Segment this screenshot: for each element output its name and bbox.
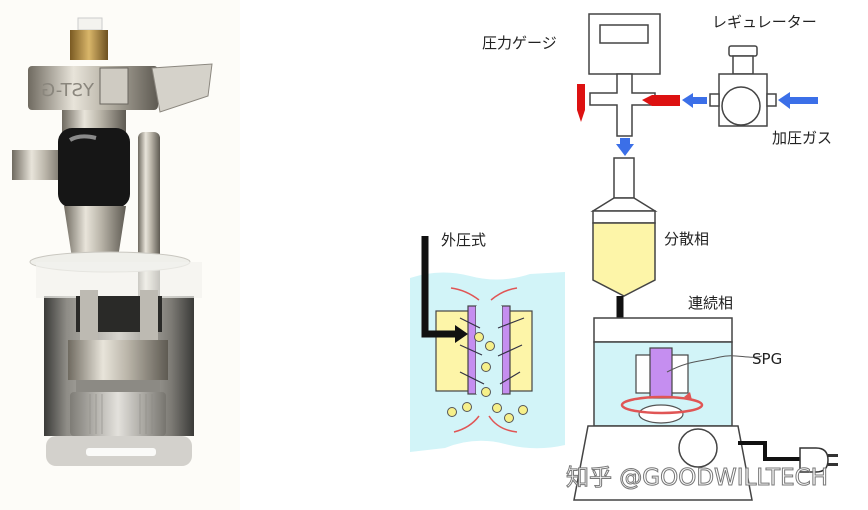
valve-left-icon	[577, 84, 585, 122]
regulator	[709, 45, 777, 127]
arrow-left-icon	[778, 92, 818, 109]
label-pressurized-gas: 加圧ガス	[772, 129, 833, 147]
label-regulator: レギュレーター	[712, 13, 817, 31]
label-external-pressure: 外圧式	[441, 231, 487, 249]
magnetic-stirrer	[573, 425, 838, 501]
label-pressure-gauge: 圧力ゲージ	[482, 34, 557, 52]
watermark: 知乎 @GOODWILLTECH	[566, 465, 829, 492]
dispersed-phase-vessel	[590, 157, 658, 297]
spg-schematic-diagram	[410, 13, 838, 501]
label-spg: SPG	[752, 350, 783, 368]
label-continuous-phase: 連続相	[688, 294, 734, 312]
external-pressure-inset	[410, 236, 565, 452]
gas-flow-arrows	[616, 92, 818, 156]
spg-device-photo: YST-G	[0, 0, 240, 510]
arrow-down-icon	[616, 138, 634, 156]
pressure-gauge	[588, 13, 661, 75]
cross-fitting	[589, 73, 656, 137]
valve-right-icon	[642, 95, 680, 106]
plug-icon	[799, 447, 829, 473]
engraving-text: YST-G	[41, 80, 95, 101]
label-dispersed-phase: 分散相	[664, 230, 710, 248]
continuous-phase-beaker	[593, 317, 763, 427]
arrow-left-icon	[682, 93, 707, 108]
